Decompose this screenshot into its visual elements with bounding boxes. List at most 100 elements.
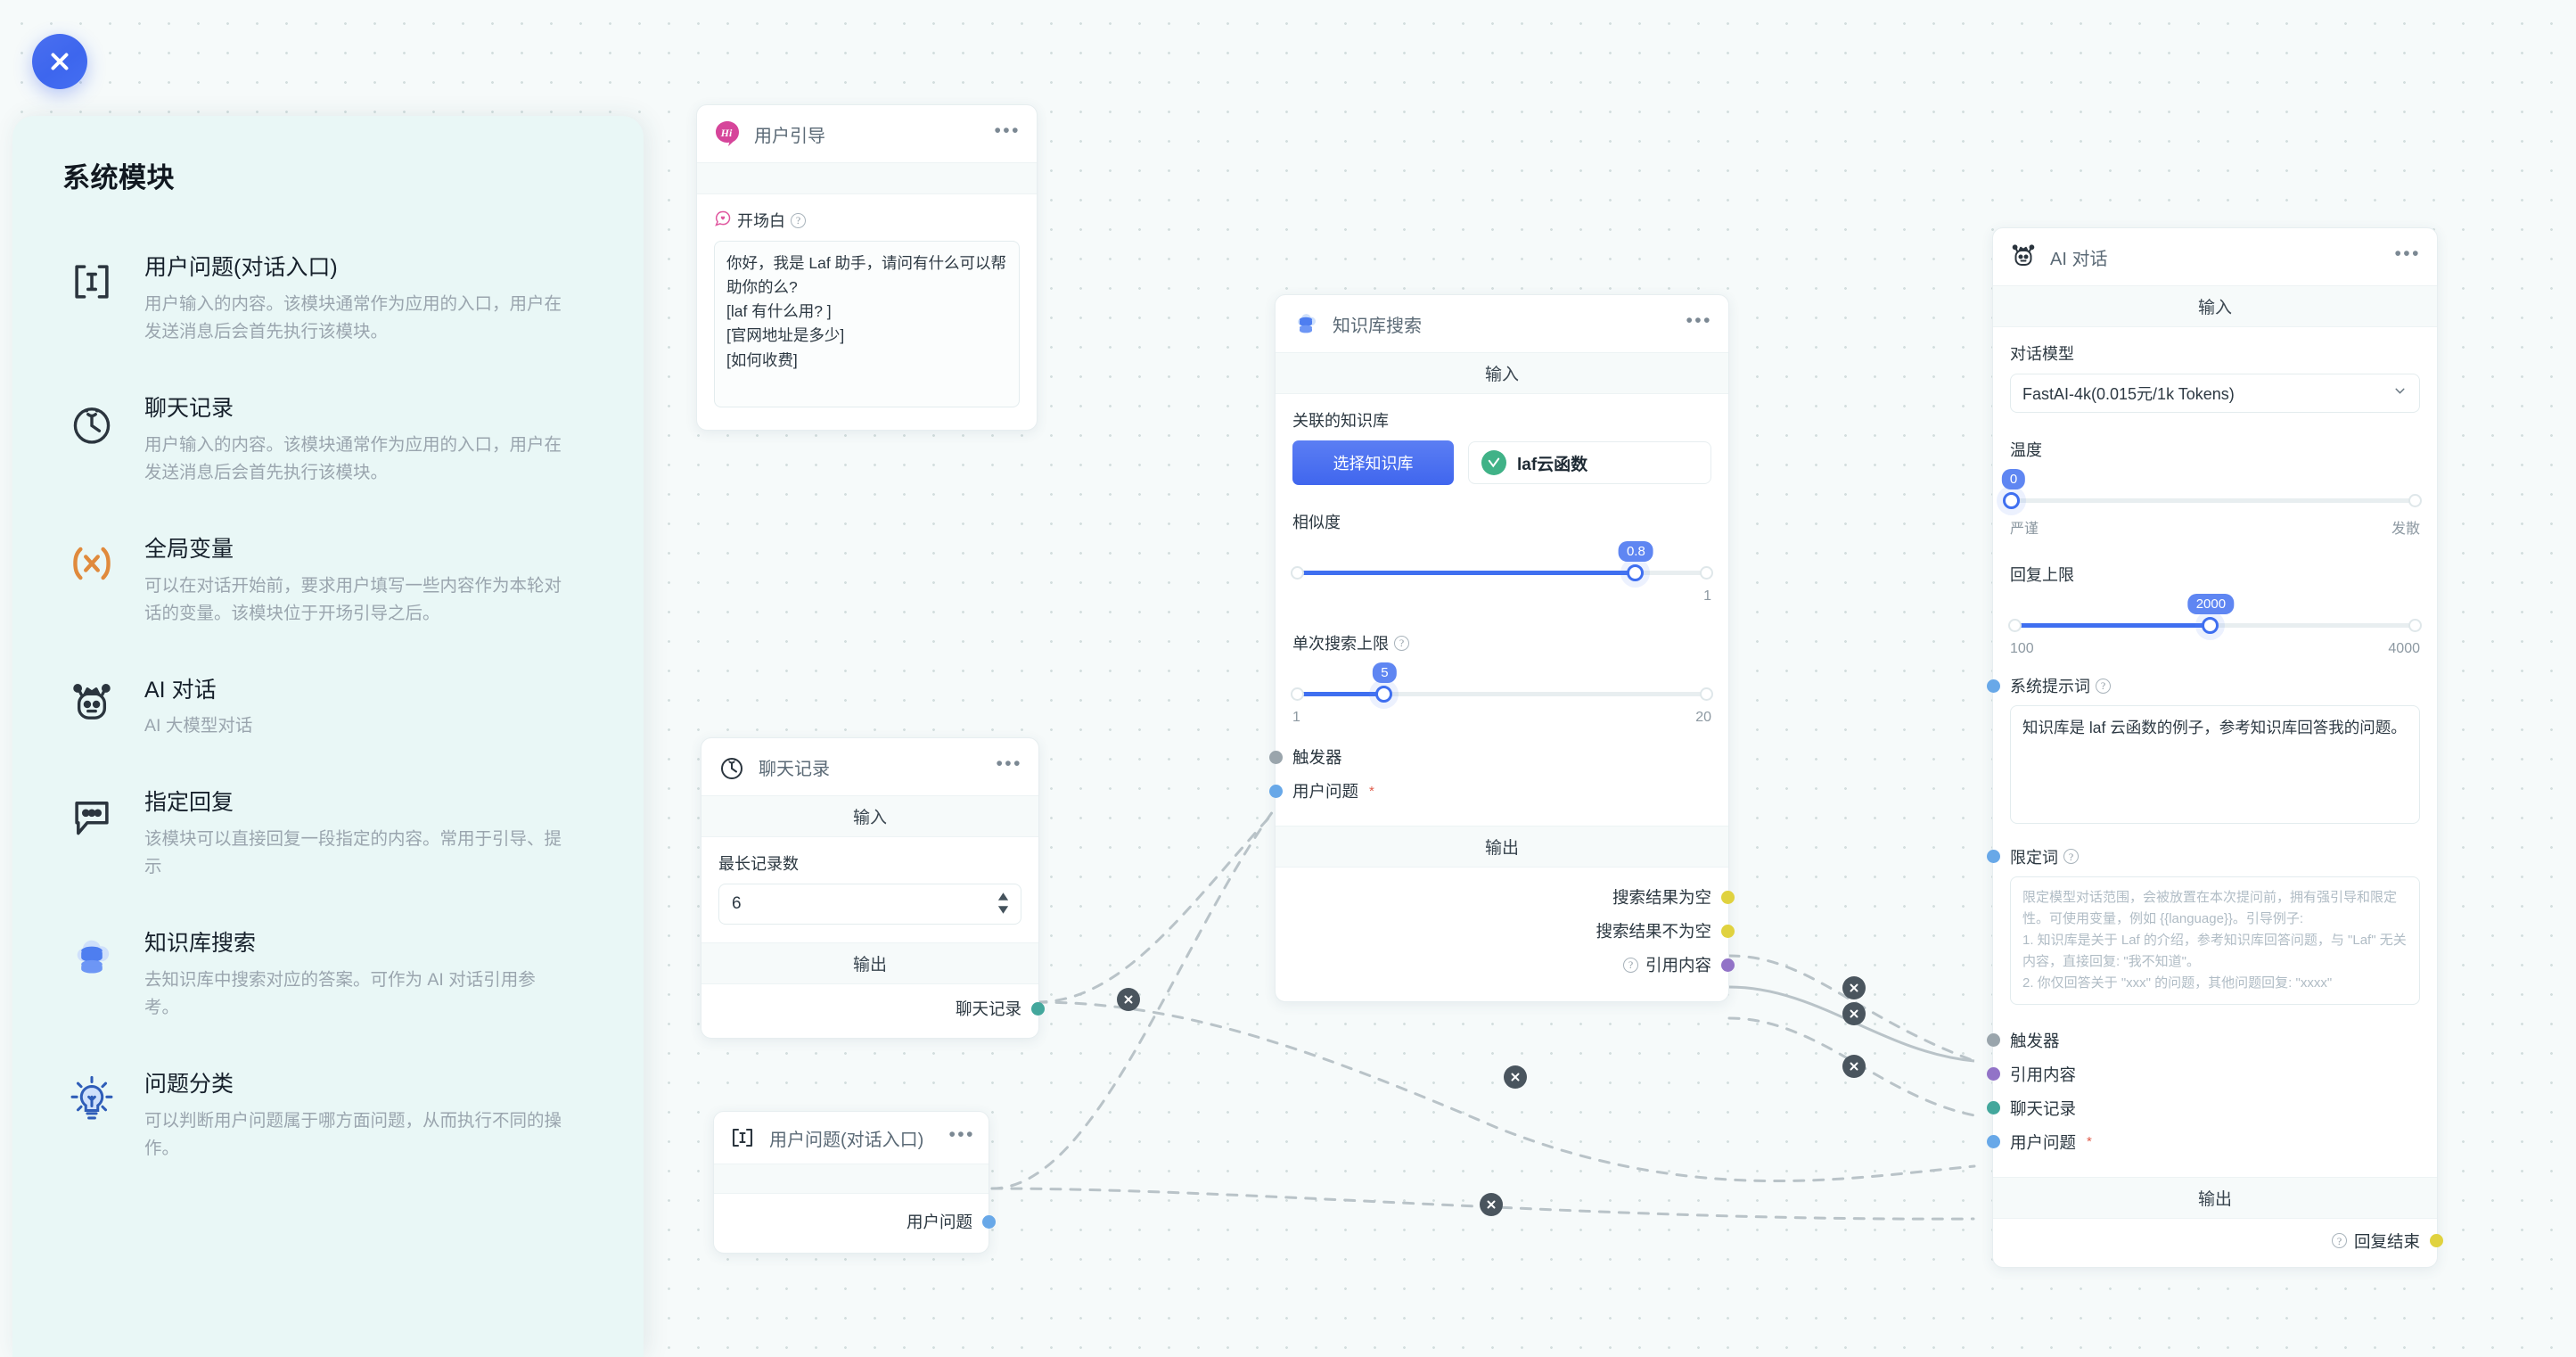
node-outputs: 用户问题 [714,1194,996,1253]
input-limit-prompt[interactable]: 限定词 ? [1987,844,2420,869]
connector-dot-quote[interactable] [1987,1067,2000,1081]
dataset-chip[interactable]: laf云函数 [1468,441,1711,484]
node-menu-button[interactable]: ••• [996,753,1022,774]
help-icon[interactable]: ? [1622,957,1638,973]
edge-delete-button[interactable] [1842,1055,1866,1078]
help-icon[interactable]: ? [2063,849,2079,864]
arrow-up-icon [997,892,1009,901]
slider-knob[interactable] [1627,564,1645,581]
connector-dot-finish[interactable] [2430,1234,2443,1247]
system-modules-sidebar[interactable]: 系统模块 用户问题(对话入口) 用户输入的内容。该模块通常作为应用的入口，用户在… [12,116,644,1357]
model-select[interactable]: FastAI-4k(0.015元/1k Tokens) [2010,374,2420,413]
clock-icon [62,393,121,452]
edge-delete-button[interactable] [1842,1002,1866,1025]
sidebar-item-question-classify[interactable]: 问题分类 可以判断用户问题属于哪方面问题，从而执行不同的操作。 [62,1069,594,1164]
input-system-prompt[interactable]: 系统提示词 ? [1987,673,2420,698]
connector-dot-chat-history[interactable] [1987,1101,2000,1114]
edge-delete-button[interactable] [1842,976,1866,999]
connector-dot-limit-prompt[interactable] [1987,850,2000,863]
laf-logo-icon [1481,450,1506,475]
connector-dot-user-question[interactable] [1987,1135,2000,1148]
node-outputs: 搜索结果为空 搜索结果不为空 ? 引用内容 [1276,868,1735,1001]
node-menu-button[interactable]: ••• [948,1123,975,1145]
max-records-stepper[interactable]: 6 [718,884,1021,925]
connector-dot-trigger[interactable] [1269,750,1283,764]
output-chat-history[interactable]: 聊天记录 [718,991,1045,1025]
similarity-slider[interactable]: 0.8 [1291,541,1713,594]
temperature-slider[interactable]: 0 [2001,469,2422,522]
maxtokens-label: 回复上限 [2010,566,2074,584]
connector-dot-not-empty[interactable] [1721,924,1735,938]
help-icon[interactable]: ? [2331,1233,2347,1248]
node-menu-button[interactable]: ••• [1686,309,1712,331]
temperature-value-bubble: 0 [2001,469,2026,489]
model-label: 对话模型 [2010,345,2074,363]
edge-delete-button[interactable] [1117,988,1140,1011]
input-quote[interactable]: 引用内容 [1987,1057,2420,1091]
slider-knob[interactable] [2003,492,2020,509]
help-icon[interactable]: ? [2096,678,2111,694]
heart-chat-icon [714,210,732,232]
edge-delete-button[interactable] [1504,1065,1527,1089]
connector-dot-user-question[interactable] [982,1214,996,1229]
help-icon[interactable]: ? [1394,635,1409,651]
connector-dot-system-prompt[interactable] [1987,678,2000,693]
input-user-question[interactable]: 用户问题* [1987,1125,2420,1159]
node-body: 对话模型 FastAI-4k(0.015元/1k Tokens) 温度 0 严谨… [1987,327,2437,1177]
node-ai-chat[interactable]: AI 对话 ••• 输入 对话模型 FastAI-4k(0.015元/1k To… [1987,227,2443,1268]
connector-dot-quote[interactable] [1721,958,1735,972]
maxtokens-range: 100 4000 [2010,641,2420,656]
sidebar-item-ai-chat[interactable]: AI 对话 AI 大模型对话 [62,675,594,741]
dataset-name: laf云函数 [1517,455,1588,474]
output-quote[interactable]: ? 引用内容 [1292,948,1735,982]
close-panel-button[interactable] [32,34,87,89]
edge-delete-button[interactable] [1480,1193,1503,1216]
output-finish[interactable]: ? 回复结束 [2010,1228,2443,1254]
help-icon[interactable]: ? [791,212,806,228]
sidebar-item-kb-search[interactable]: 知识库搜索 去知识库中搜索对应的答案。可作为 AI 对话引用参考。 [62,928,594,1023]
node-user-guide[interactable]: Hi 用户引导 ••• 开场白 ? [696,104,1038,431]
sidebar-item-title: 问题分类 [144,1071,234,1097]
limit-prompt-textarea[interactable] [2010,876,2420,1005]
connector-dot-empty[interactable] [1721,890,1735,904]
connector-dot-chat-history[interactable] [1031,1001,1045,1016]
maxtokens-slider[interactable]: 2000 [2008,594,2422,646]
output-empty-result[interactable]: 搜索结果为空 [1292,880,1735,914]
input-user-question[interactable]: 用户问题* [1269,774,1711,808]
slider-knob[interactable] [1375,686,1393,703]
system-prompt-textarea[interactable] [2010,705,2420,824]
svg-text:Hi: Hi [720,127,733,139]
select-dataset-button[interactable]: 选择知识库 [1292,440,1454,485]
sidebar-item-specified-reply[interactable]: 指定回复 该模块可以直接回复一段指定的内容。常用于引导、提示 [62,787,594,882]
sidebar-item-desc: 去知识库中搜索对应的答案。可作为 AI 对话引用参考。 [144,969,536,1018]
max-records-label: 最长记录数 [718,855,799,873]
welcome-text-textarea[interactable] [714,241,1020,407]
node-user-question[interactable]: 用户问题(对话入口) ••• 用户问题 [713,1111,996,1254]
sidebar-item-global-variable[interactable]: 全局变量 可以在对话开始前，要求用户填写一些内容作为本轮对话的变量。该模块位于开… [62,534,594,629]
input-chat-history[interactable]: 聊天记录 [1987,1091,2420,1125]
lightbulb-icon [62,1069,121,1128]
stepper-arrows[interactable] [997,892,1010,915]
input-trigger[interactable]: 触发器 [1269,740,1711,774]
sidebar-item-chat-history[interactable]: 聊天记录 用户输入的内容。该模块通常作为应用的入口，用户在发送消息后会首先执行该… [62,393,594,488]
output-not-empty-result[interactable]: 搜索结果不为空 [1292,914,1735,948]
input-trigger[interactable]: 触发器 [1987,1024,2420,1057]
connector-dot-user-question[interactable] [1269,784,1283,798]
node-menu-button[interactable]: ••• [2394,243,2421,264]
limit-slider[interactable]: 5 [1291,662,1713,715]
output-user-question[interactable]: 用户问题 [730,1205,996,1238]
node-menu-button[interactable]: ••• [994,119,1021,141]
maxtokens-value-bubble: 2000 [2187,594,2235,614]
sidebar-item-user-question[interactable]: 用户问题(对话入口) 用户输入的内容。该模块通常作为应用的入口，用户在发送消息后… [62,252,594,347]
node-kb-search[interactable]: 知识库搜索 ••• 输入 关联的知识库 选择知识库 laf云函数 相似度 [1269,294,1735,1002]
slider-knob[interactable] [2202,617,2219,634]
limit-label: 单次搜索上限 ? [1292,631,1711,654]
slider-tick-max [1700,566,1713,580]
node-body: 开场白 ? [697,194,1037,430]
connector-dot-trigger[interactable] [1987,1033,2000,1047]
sidebar-item-desc: AI 大模型对话 [144,716,253,736]
node-title: AI 对话 [2050,249,2108,269]
node-chat-history[interactable]: 聊天记录 ••• 输入 最长记录数 6 输出 聊天记录 [701,737,1045,1039]
output-section-header: 输出 [701,942,1038,984]
slider-tick-max [2408,619,2422,632]
